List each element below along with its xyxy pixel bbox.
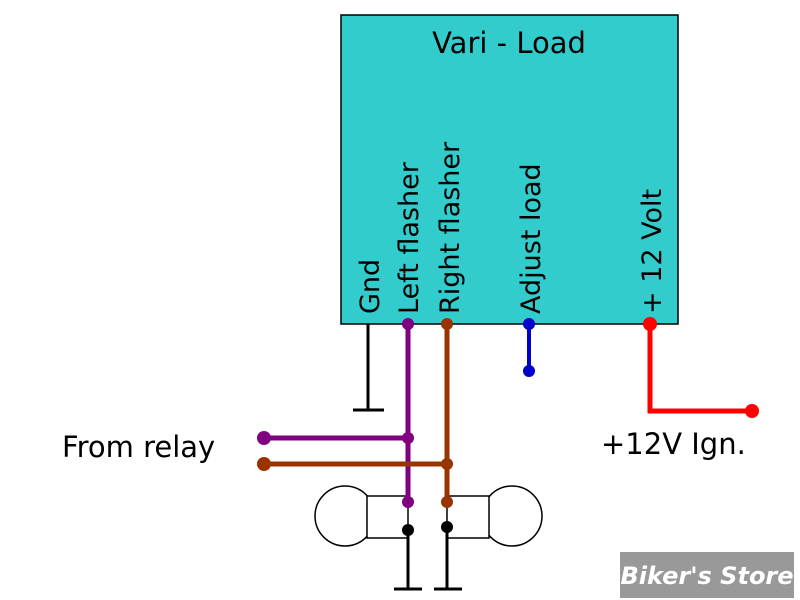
right-bulb xyxy=(446,485,543,547)
ignition-label: +12V Ign. xyxy=(601,427,746,461)
right-bulb-ground xyxy=(434,521,462,591)
pin-label-right-flasher: Right flasher xyxy=(435,141,466,314)
svg-text:Biker's Store: Biker's Store xyxy=(620,562,793,590)
power-wire xyxy=(643,317,759,418)
module-title: Vari - Load xyxy=(432,26,586,60)
pin-label-left-flasher: Left flasher xyxy=(394,161,425,314)
left-flasher-wire xyxy=(257,318,414,508)
right-flasher-wire xyxy=(257,318,453,508)
bikers-store-watermark: Biker's Store xyxy=(620,552,794,598)
vari-load-module xyxy=(340,14,679,325)
adjust-load-wire xyxy=(523,318,535,377)
left-bulb xyxy=(314,485,409,547)
gnd-wire xyxy=(353,324,384,412)
pin-label-plus-12-volt: + 12 Volt xyxy=(637,189,668,314)
from-relay-label: From relay xyxy=(62,430,215,464)
pin-label-gnd: Gnd xyxy=(355,259,386,314)
left-bulb-ground xyxy=(394,524,422,591)
pin-label-adjust-load: Adjust load xyxy=(516,163,547,314)
